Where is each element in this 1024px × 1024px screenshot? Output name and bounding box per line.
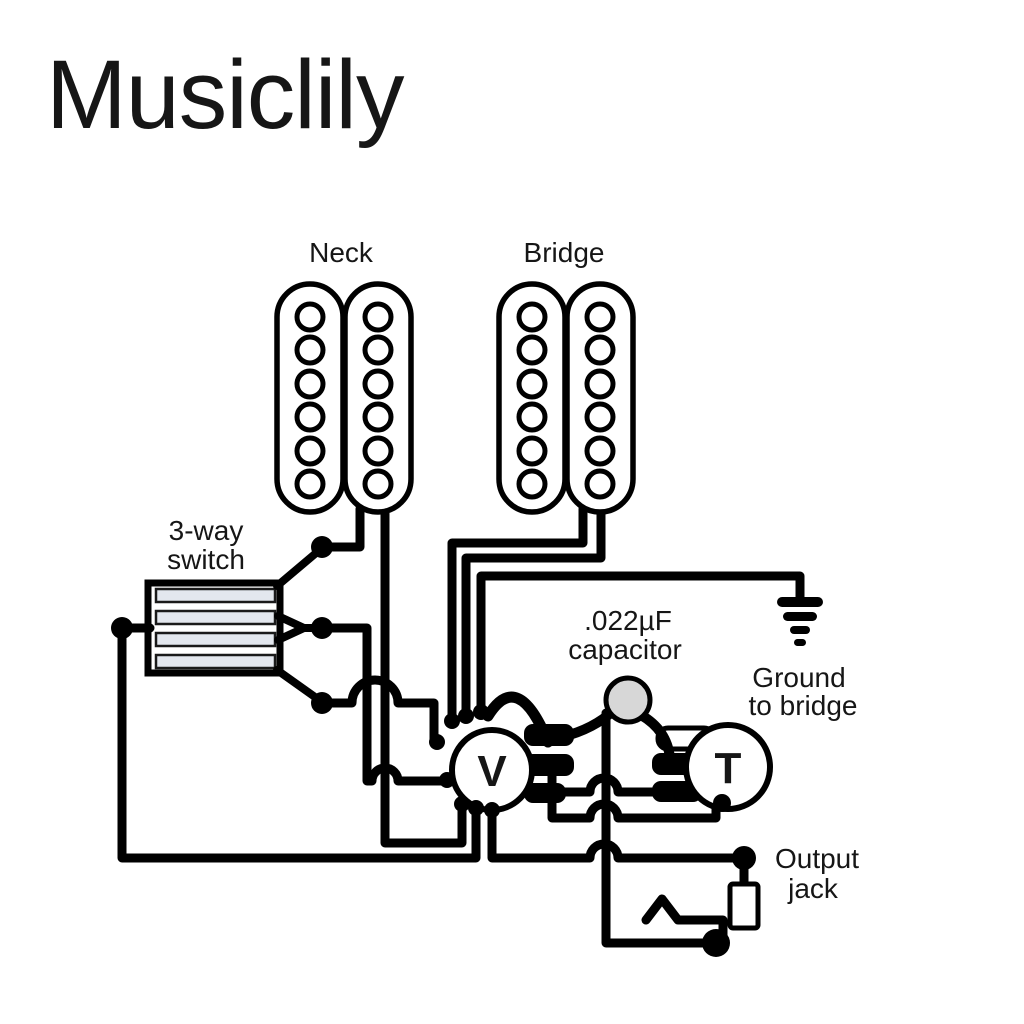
switch-label-line1: 3-way — [169, 515, 244, 546]
pole-piece — [584, 301, 616, 333]
bridge-pickup: Bridge — [496, 237, 636, 515]
capacitor-label-line1: .022µF — [584, 605, 672, 636]
pole-piece — [294, 368, 326, 400]
switch-terminal-3 — [311, 692, 333, 714]
pole-piece — [294, 334, 326, 366]
wire-ground-to-sleeve — [601, 708, 713, 948]
brand-title: Musiclily — [46, 40, 405, 149]
capacitor — [603, 675, 653, 725]
solder-joint — [429, 734, 445, 750]
wire-sleeve-contact — [641, 894, 728, 941]
pole-piece — [516, 334, 548, 366]
pole-piece — [294, 301, 326, 333]
wiring — [117, 504, 805, 948]
ground-bar — [790, 626, 810, 634]
neck-pole-pieces — [294, 301, 394, 500]
solder-joint — [111, 617, 133, 639]
wire-switch-t3-to-volume — [317, 675, 439, 745]
component-labels: 3-way switch .022µF capacitor Ground to … — [167, 515, 859, 904]
neck-pickup-label: Neck — [309, 237, 374, 268]
wire-left-ground-rail — [117, 623, 481, 863]
jack-sleeve-joint — [702, 929, 730, 957]
ground-bar — [783, 612, 817, 621]
volume-lug-2 — [524, 754, 574, 776]
wire-neck-lead-b — [380, 504, 467, 848]
volume-pot-label: V — [477, 747, 507, 796]
potentiometers: V T — [449, 722, 773, 813]
solder-joint — [468, 800, 484, 816]
solder-joint — [454, 796, 470, 812]
solder-joint — [439, 772, 455, 788]
tone-bottom-joint — [713, 794, 731, 812]
pole-piece — [294, 435, 326, 467]
bridge-pole-pieces — [516, 301, 616, 500]
jack-tip-joint — [732, 846, 756, 870]
pole-piece — [584, 468, 616, 500]
pole-piece — [294, 468, 326, 500]
pole-piece — [584, 401, 616, 433]
bridge-pickup-label: Bridge — [524, 237, 605, 268]
switch-blade — [154, 587, 277, 604]
pole-piece — [294, 401, 326, 433]
switch-blade — [154, 631, 277, 648]
pole-piece — [362, 301, 394, 333]
pole-piece — [516, 301, 548, 333]
wire-switch-output-to-volume — [317, 623, 451, 786]
capacitor-lead-right — [636, 710, 675, 763]
switch-label-line2: switch — [167, 544, 245, 575]
ground-label-line1: Ground — [752, 662, 845, 693]
solder-joint — [458, 708, 474, 724]
pole-piece — [362, 435, 394, 467]
volume-casing-arc — [482, 691, 554, 748]
pole-piece — [362, 334, 394, 366]
pole-piece — [362, 368, 394, 400]
switch-terminal-2 — [311, 617, 333, 639]
solder-joint — [444, 713, 460, 729]
switch-terminal-1 — [311, 536, 333, 558]
pole-piece — [584, 435, 616, 467]
three-way-switch — [144, 579, 284, 677]
output-jack-label-line1: Output — [775, 843, 859, 874]
capacitor-label-line2: capacitor — [568, 634, 682, 665]
neck-pickup: Neck — [274, 237, 414, 515]
ground-symbol — [777, 597, 823, 646]
solder-joints — [111, 536, 756, 957]
pole-piece — [584, 334, 616, 366]
pole-piece — [516, 435, 548, 467]
output-jack-terminal — [727, 881, 761, 931]
switch-blade — [154, 609, 277, 626]
pole-piece — [516, 468, 548, 500]
ground-bar — [777, 597, 823, 607]
pole-piece — [584, 368, 616, 400]
tone-pot-label: T — [715, 744, 742, 793]
solder-joint — [473, 704, 489, 720]
pole-piece — [362, 401, 394, 433]
ground-label-line2: to bridge — [749, 690, 858, 721]
pole-piece — [516, 368, 548, 400]
wire-bridge-lead-b — [461, 504, 606, 717]
wire-ground-to-bridge — [476, 571, 805, 715]
pole-piece — [362, 468, 394, 500]
output-jack-label-line2: jack — [787, 873, 839, 904]
wire-bridge-lead-a — [447, 504, 588, 721]
ground-bar — [794, 639, 806, 646]
solder-joint — [484, 802, 500, 818]
volume-lug-3 — [524, 783, 566, 803]
pole-piece — [516, 401, 548, 433]
switch-blade — [154, 653, 277, 670]
